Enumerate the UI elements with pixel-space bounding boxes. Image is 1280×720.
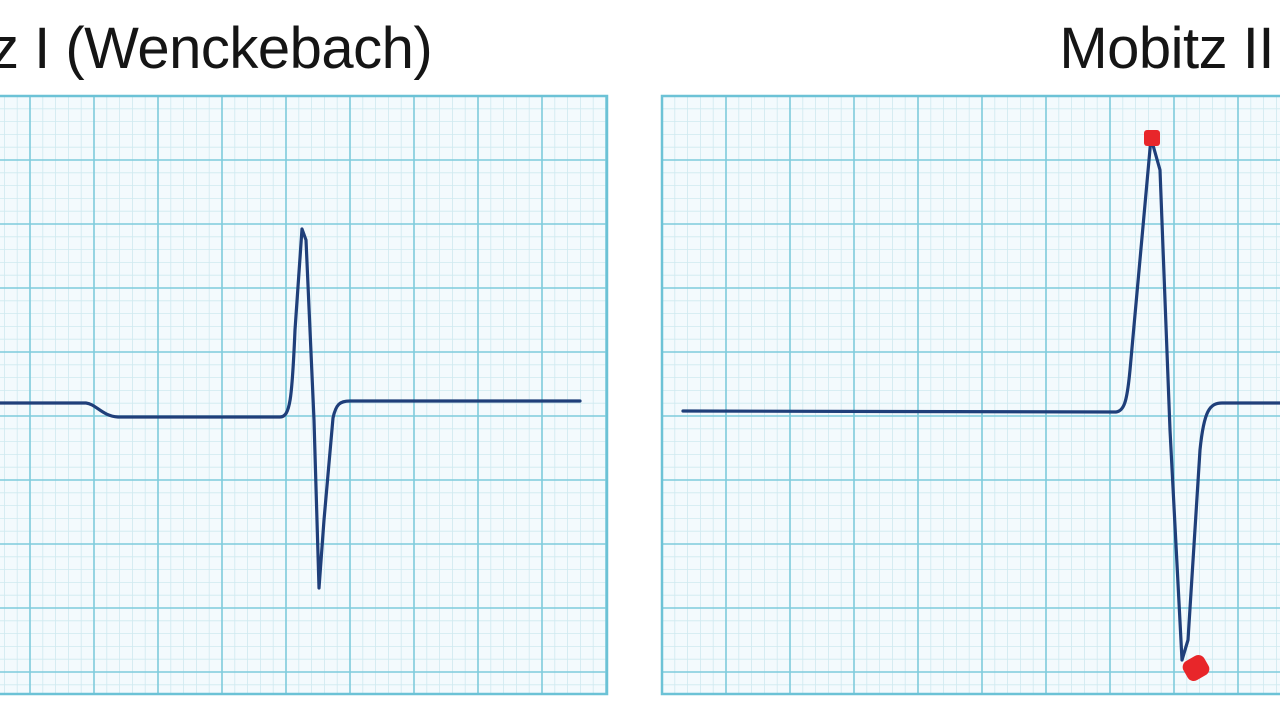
trough-marker-bottom [1182,655,1210,681]
left-panel-title: z I (Wenckebach) [0,16,433,81]
right-strip-border [660,94,1280,696]
left-ecg-trace [0,227,582,590]
left-major-grid [0,95,607,694]
right-panel-title: Mobitz II [1059,16,1274,81]
peak-marker-top [1144,130,1160,146]
left-strip-border [0,94,609,696]
left-ecg-strip [0,94,609,696]
right-ecg-trace [681,136,1280,662]
right-ecg-strip [660,94,1280,696]
left-grid-paper [0,96,607,694]
